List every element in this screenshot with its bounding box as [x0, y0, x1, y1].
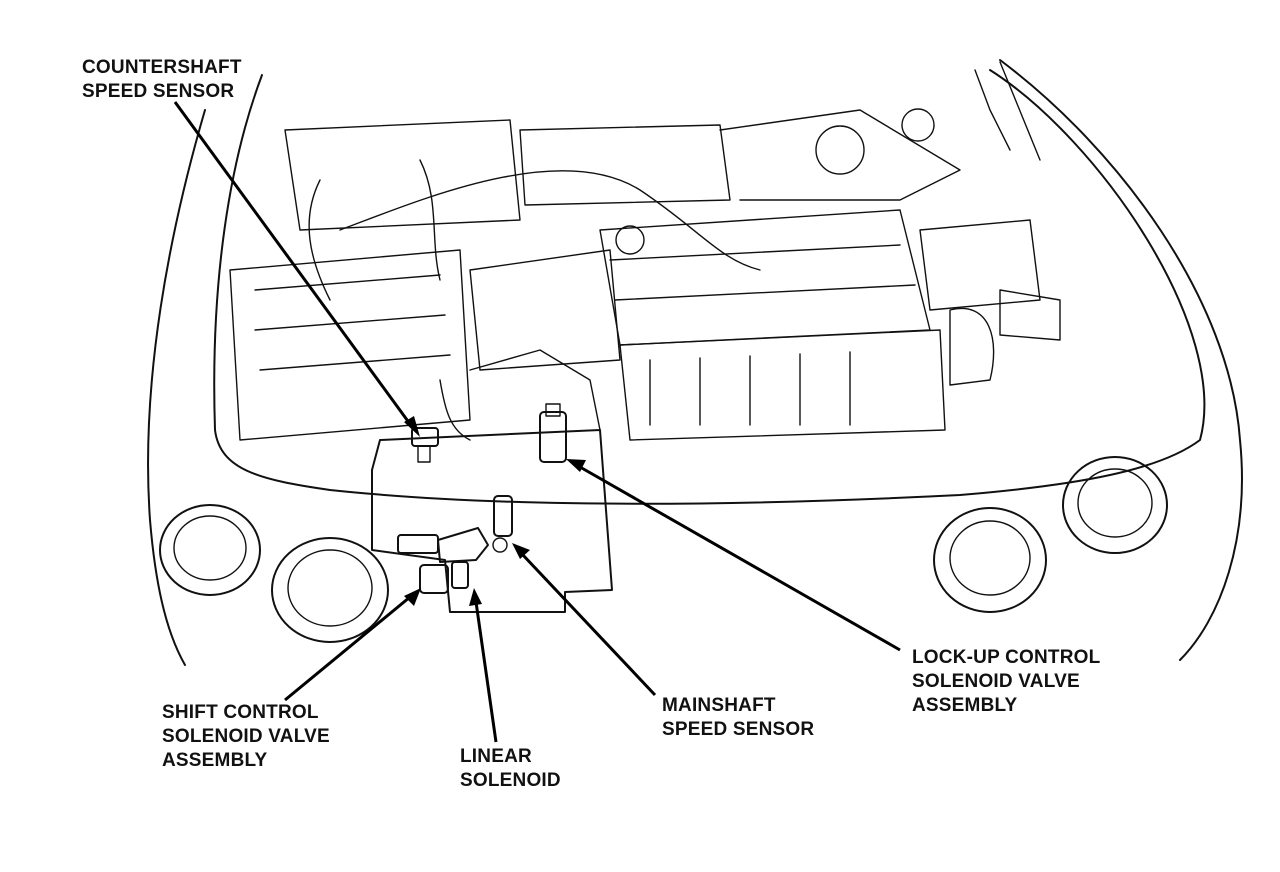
vehicle-body-outline — [147, 59, 1243, 666]
label-line: SOLENOID VALVE — [912, 671, 1080, 692]
label-linear-solenoid: LINEAR SOLENOID — [460, 745, 561, 793]
label-mainshaft-speed-sensor: MAINSHAFT SPEED SENSOR — [662, 694, 814, 742]
pointer-lockup — [566, 459, 901, 652]
pointer-countershaft — [173, 101, 420, 437]
label-line: SPEED SENSOR — [662, 719, 815, 740]
label-line: COUNTERSHAFT — [82, 57, 242, 78]
headlight-right-outer — [1062, 456, 1168, 554]
label-line: ASSEMBLY — [912, 695, 1018, 716]
headlight-left-outer — [159, 504, 261, 596]
transmission-case — [371, 349, 613, 613]
label-line: SHIFT CONTROL — [162, 702, 319, 723]
label-countershaft-speed-sensor: COUNTERSHAFT SPEED SENSOR — [82, 56, 242, 104]
pointer-shift-control — [284, 588, 421, 702]
pointer-mainshaft — [512, 543, 657, 697]
mainshaft-speed-sensor-part — [492, 495, 513, 553]
shift-control-solenoid-part — [397, 534, 449, 594]
engine-compartment — [229, 108, 1061, 441]
label-line: SOLENOID — [460, 770, 561, 791]
label-line: SOLENOID VALVE — [162, 726, 330, 747]
headlight-right-inner — [933, 507, 1047, 613]
label-line: ASSEMBLY — [162, 750, 268, 771]
linear-solenoid-part — [437, 527, 489, 589]
headlight-left-inner — [271, 537, 389, 643]
label-line: SPEED SENSOR — [82, 81, 235, 102]
lockup-solenoid-part — [539, 403, 567, 463]
label-lockup-control-solenoid: LOCK-UP CONTROL SOLENOID VALVE ASSEMBLY — [912, 646, 1100, 718]
pointer-linear-solenoid — [469, 588, 498, 743]
label-line: MAINSHAFT — [662, 695, 776, 716]
label-shift-control-solenoid: SHIFT CONTROL SOLENOID VALVE ASSEMBLY — [162, 701, 330, 773]
countershaft-speed-sensor-part — [411, 427, 439, 463]
label-line: LINEAR — [460, 746, 532, 767]
label-line: LOCK-UP CONTROL — [912, 647, 1101, 668]
